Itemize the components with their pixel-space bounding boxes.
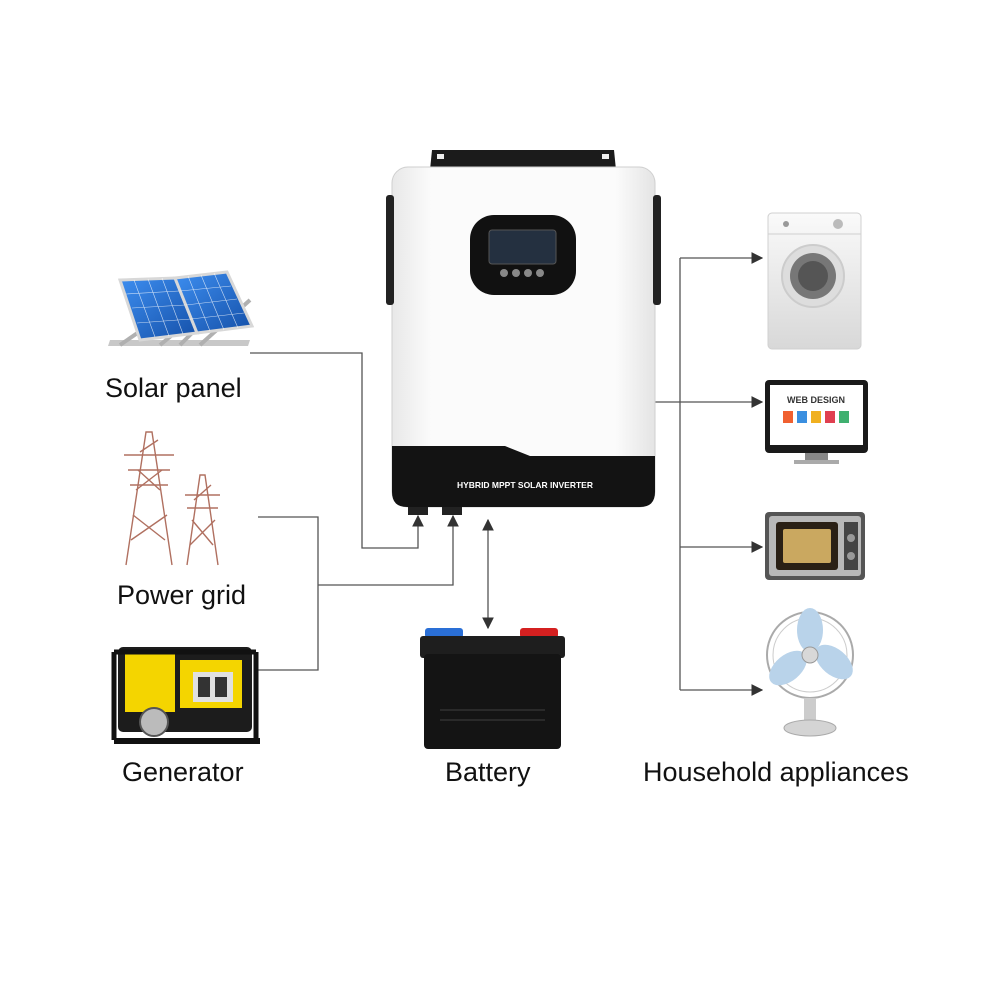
inverter-front-text: HYBRID MPPT SOLAR INVERTER	[457, 480, 593, 490]
microwave-icon	[765, 512, 865, 580]
inverter-icon: HYBRID MPPT SOLAR INVERTER	[386, 150, 661, 515]
generator-icon	[111, 647, 260, 744]
battery-icon	[420, 628, 565, 749]
sources-to-inverter-line	[318, 514, 459, 586]
solar-panel-icon	[108, 270, 255, 347]
monitor-screen-title: WEB DESIGN	[787, 395, 845, 405]
washing-machine-icon	[767, 212, 862, 350]
power-grid-label: Power grid	[117, 580, 247, 610]
battery-label: Battery	[445, 757, 531, 787]
monitor-icon: WEB DESIGN	[765, 380, 868, 464]
solar-panel-label: Solar panel	[105, 373, 242, 403]
power-tower-icon	[124, 431, 220, 566]
connection-lines	[250, 252, 764, 696]
solar-to-inverter-line	[250, 352, 424, 549]
fan-icon	[766, 608, 854, 737]
generator-label: Generator	[122, 757, 244, 787]
household-appliances-label: Household appliances	[643, 757, 909, 787]
grid-to-inverter-line	[258, 516, 319, 671]
